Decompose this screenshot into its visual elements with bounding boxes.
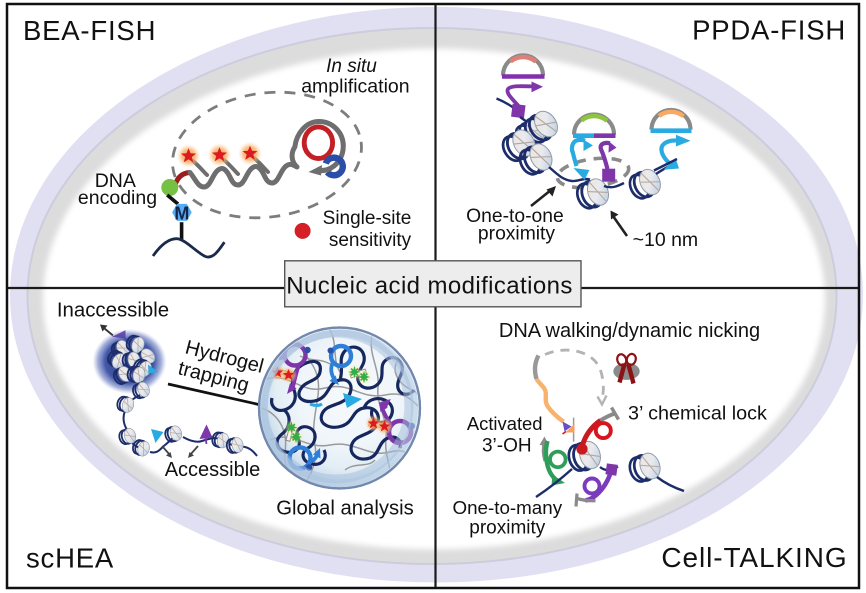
svg-text:encoding: encoding	[78, 187, 157, 209]
svg-text:DNA walking/dynamic nicking: DNA walking/dynamic nicking	[499, 320, 760, 342]
svg-text:DNA: DNA	[95, 170, 136, 192]
svg-text:Nucleic acid modifications: Nucleic acid modifications	[286, 273, 573, 300]
svg-text:M: M	[174, 204, 189, 224]
svg-text:Activated: Activated	[467, 413, 543, 434]
svg-text:One-to-many: One-to-many	[452, 497, 562, 518]
svg-text:Accessible: Accessible	[165, 459, 261, 481]
svg-text:amplification: amplification	[301, 75, 409, 97]
svg-text:3’ chemical lock: 3’ chemical lock	[628, 403, 767, 425]
svg-text:scHEA: scHEA	[26, 543, 114, 574]
svg-text:One-to-one: One-to-one	[466, 206, 564, 227]
svg-text:sensitivity: sensitivity	[329, 230, 412, 251]
svg-text:3’-OH: 3’-OH	[482, 436, 532, 457]
svg-text:PPDA-FISH: PPDA-FISH	[692, 15, 846, 46]
svg-text:In situ: In situ	[326, 56, 377, 77]
svg-text:~10 nm: ~10 nm	[633, 229, 699, 251]
svg-text:proximity: proximity	[469, 518, 546, 539]
svg-text:BEA-FISH: BEA-FISH	[23, 15, 156, 46]
svg-text:Single-site: Single-site	[323, 208, 412, 229]
svg-text:Cell-TALKING: Cell-TALKING	[661, 542, 847, 573]
svg-text:Inaccessible: Inaccessible	[57, 300, 169, 322]
svg-text:Global analysis: Global analysis	[276, 498, 414, 520]
svg-text:proximity: proximity	[478, 224, 555, 245]
